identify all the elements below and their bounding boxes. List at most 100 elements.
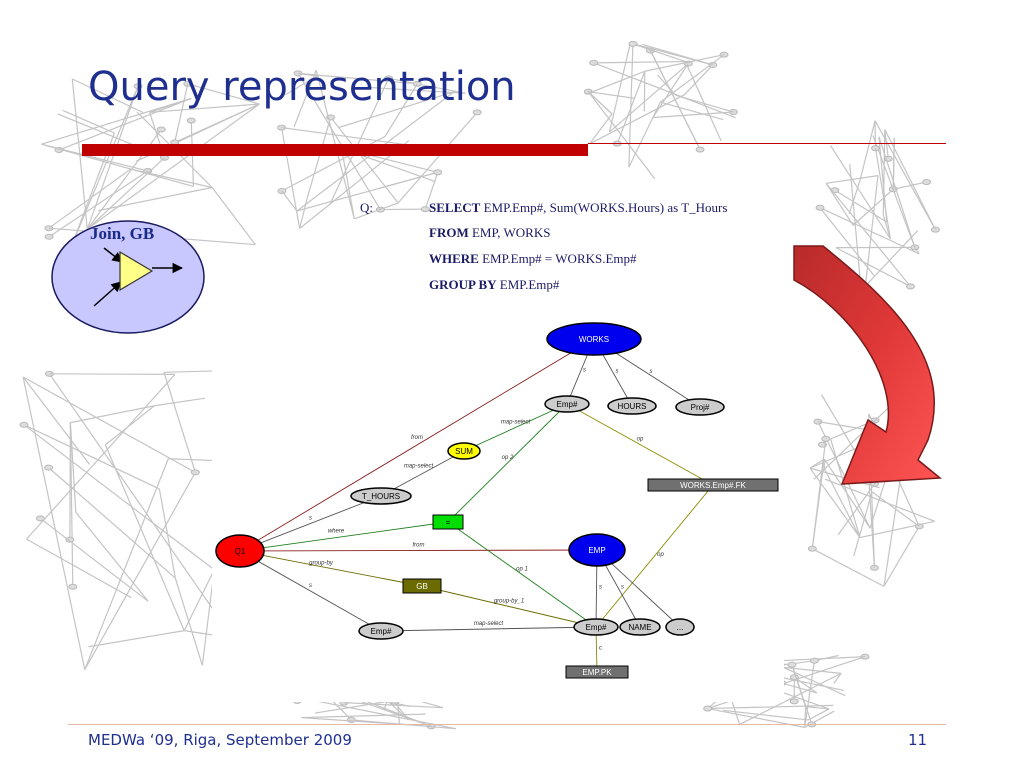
edge-q1-works: from	[239, 338, 595, 552]
node-hours: HOURS	[607, 397, 657, 415]
select-keyword: SELECT	[429, 200, 481, 215]
slide-title: Query representation	[88, 64, 516, 110]
edge-line	[380, 624, 597, 632]
curved-arrow-icon	[793, 245, 942, 485]
edge-q1-q_emp: s	[239, 550, 382, 632]
edge-line	[239, 547, 598, 553]
edge-label-map_select3: map-select	[474, 621, 504, 627]
where-text: EMP.Emp# = WORKS.Emp#	[478, 251, 637, 266]
node-label-emp_pk: EMP.PK	[582, 668, 612, 677]
edge-label-map_select1: map-select	[404, 464, 434, 470]
edge-label-s2: s	[309, 583, 312, 589]
node-label-hours: HOURS	[618, 402, 647, 411]
edge-label-group_by: group-by	[309, 561, 334, 567]
edge-label-op2: op 2	[502, 455, 514, 461]
node-sum: SUM	[447, 442, 481, 460]
node-eq: =	[432, 514, 464, 530]
from-keyword: FROM	[429, 225, 469, 240]
node-label-eq: =	[446, 518, 451, 527]
node-label-q_emp: Emp#	[371, 627, 392, 636]
triangle-join-icon	[119, 250, 154, 292]
node-q_emp: Emp#	[358, 622, 404, 640]
node-label-works_emp: Emp#	[557, 400, 578, 409]
where-clause: WHERE EMP.Emp# = WORKS.Emp#	[429, 251, 637, 267]
node-works_fk: WORKS.Emp#.FK	[647, 478, 779, 492]
edge-line	[595, 484, 714, 628]
title-underline-rule	[588, 143, 946, 144]
node-label-name: NAME	[628, 623, 651, 632]
edge-line	[239, 550, 423, 588]
node-q1: Q1	[215, 534, 265, 568]
node-works_emp: Emp#	[544, 395, 590, 413]
node-label-emp_emp: Emp#	[586, 623, 607, 632]
node-label-gb: GB	[416, 582, 428, 591]
graph-edges: fromfromswheregroup-bysmap-selectmap-sel…	[239, 338, 714, 673]
groupby-clause: GROUP BY EMP.Emp#	[429, 277, 559, 293]
node-label-emp: EMP	[588, 546, 605, 555]
edge-eq-emp_emp: op 1	[447, 521, 597, 628]
edge-label-map_select2: map-select	[501, 420, 531, 426]
join-gb-legend	[51, 220, 205, 334]
node-label-proj: Proj#	[691, 403, 710, 412]
edge-q1-t_hours: s	[239, 495, 382, 552]
node-name: NAME	[619, 618, 661, 636]
node-emp: EMP	[568, 533, 626, 567]
edge-label-s1: s	[309, 516, 312, 522]
from-clause: FROM EMP, WORKS	[429, 225, 550, 241]
edge-line	[463, 403, 568, 452]
edge-label-c: c	[599, 646, 602, 652]
legend-label: Join, GB	[90, 224, 155, 243]
edge-label-s3: s	[583, 368, 586, 374]
edge-line	[239, 338, 595, 552]
from-text: EMP, WORKS	[468, 225, 551, 240]
node-gb: GB	[402, 578, 442, 594]
node-label-sum: SUM	[455, 447, 473, 456]
query-label: Q:	[360, 200, 373, 215]
node-t_hours: T_HOURS	[350, 487, 412, 505]
node-label-q1: Q1	[235, 547, 246, 556]
node-label-t_hours: T_HOURS	[362, 492, 400, 501]
edge-line	[239, 550, 382, 632]
select-text: EMP.Emp#, Sum(WORKS.Hours) as T_Hours	[480, 200, 728, 215]
node-label-works: WORKS	[579, 335, 609, 344]
node-emp_pk: EMP.PK	[565, 665, 629, 679]
edge-line	[566, 403, 714, 486]
edge-label-from2: from	[413, 543, 425, 549]
where-keyword: WHERE	[429, 251, 479, 266]
groupby-keyword: GROUP BY	[429, 277, 497, 292]
edge-label-from1: from	[411, 435, 423, 441]
edge-q_emp-emp_emp: map-select	[380, 621, 597, 632]
edge-gb-emp_emp: group-by_1	[421, 585, 597, 629]
node-more: ...	[665, 618, 695, 636]
edge-works_emp-works_fk: op	[566, 403, 714, 486]
edge-q1-emp: from	[239, 543, 598, 553]
edge-label-s5: s	[650, 369, 653, 375]
node-label-works_fk: WORKS.Emp#.FK	[680, 481, 746, 490]
edge-line	[239, 519, 449, 552]
select-clause: SELECT EMP.Emp#, Sum(WORKS.Hours) as T_H…	[429, 200, 727, 216]
edge-label-s7: s	[621, 585, 624, 591]
footer-text: MEDWa ‘09, Riga, September 2009	[88, 731, 352, 749]
edge-q1-eq: where	[239, 519, 449, 552]
edge-line	[239, 495, 382, 552]
edge-works_fk-emp_emp: op	[595, 484, 714, 628]
edge-label-op_b: op	[657, 552, 664, 558]
groupby-text: EMP.Emp#	[496, 277, 560, 292]
edge-line	[447, 403, 568, 523]
edge-label-op1: op 1	[516, 567, 528, 573]
page-number: 11	[908, 731, 928, 749]
edge-label-s6: s	[599, 585, 602, 591]
edge-label-s4: s	[616, 369, 619, 375]
edge-q1-gb: group-by	[239, 550, 423, 588]
node-label-more: ...	[677, 623, 684, 632]
title-underline-bar	[82, 144, 588, 156]
edge-line	[421, 585, 597, 629]
edge-label-op_a: op	[637, 437, 644, 443]
edge-label-group_by1: group-by_1	[494, 599, 524, 605]
edge-sum-works_emp: map-select	[463, 403, 568, 452]
edge-line	[447, 521, 597, 628]
node-emp_emp: Emp#	[573, 618, 619, 636]
footer-rule	[68, 724, 946, 725]
